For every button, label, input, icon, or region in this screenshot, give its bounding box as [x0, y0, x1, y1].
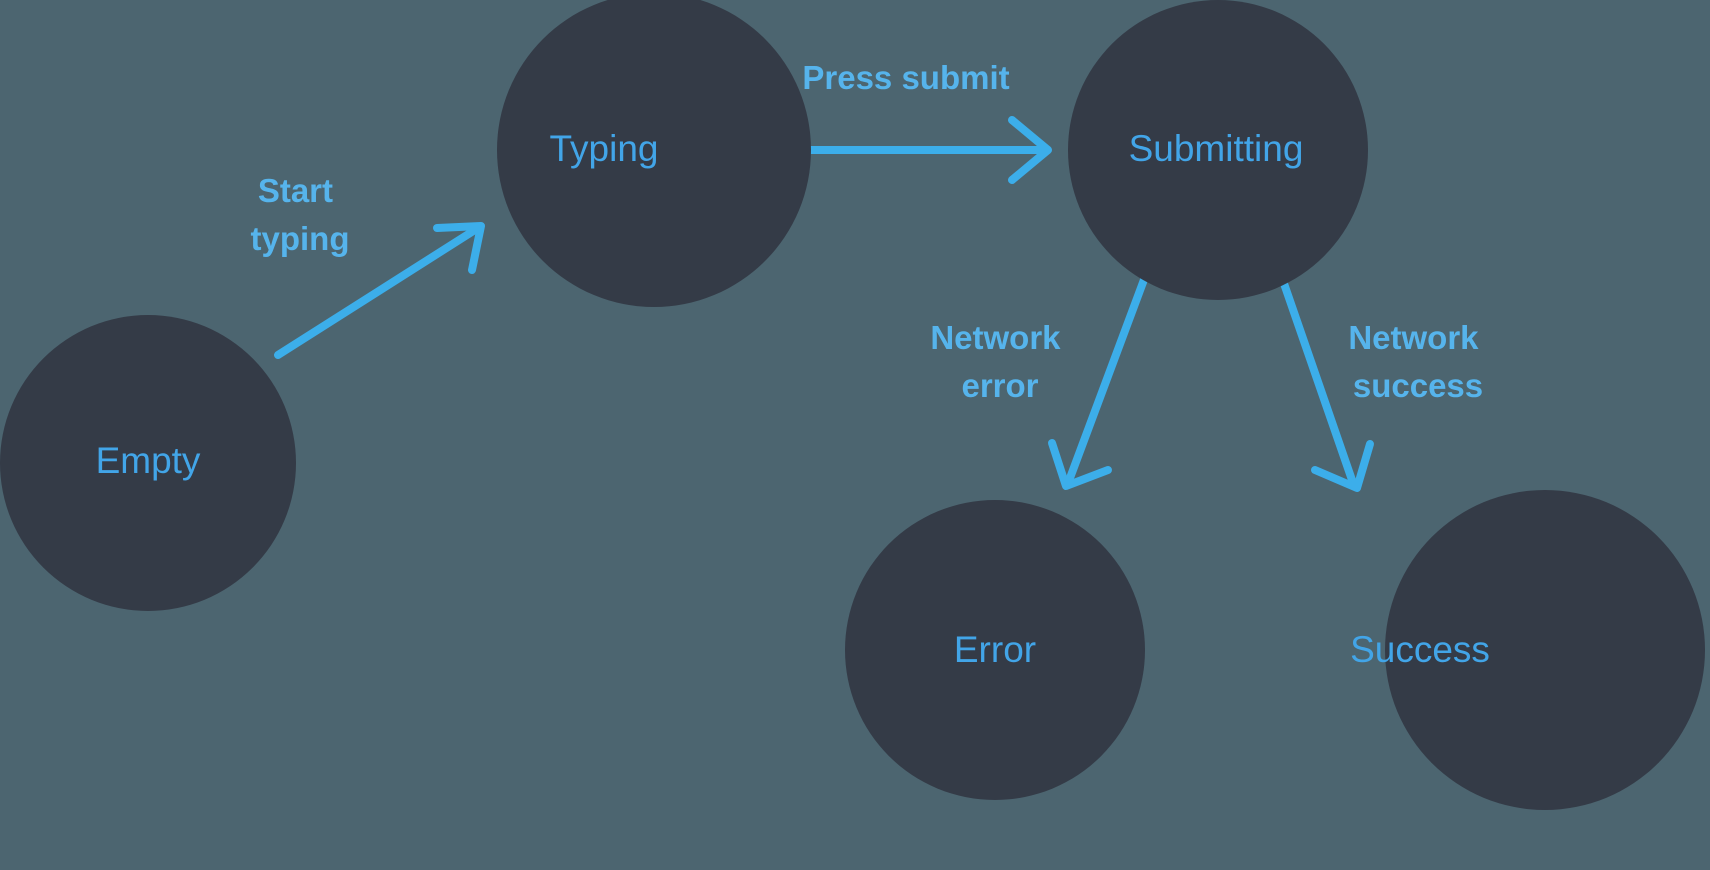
- start-typing-arrowhead: [433, 222, 485, 274]
- success-circle: [1385, 490, 1705, 810]
- state-node-success[interactable]: Success: [1350, 490, 1705, 810]
- network-success-label: Network success: [1348, 319, 1487, 404]
- typing-label: Typing: [549, 128, 658, 169]
- state-node-submitting[interactable]: Submitting: [1068, 0, 1368, 300]
- submitting-label: Submitting: [1129, 128, 1304, 169]
- start-typing-label: Start typing: [251, 172, 350, 257]
- network-error-arrowhead: [1048, 439, 1112, 490]
- network-error-label: Network error: [930, 319, 1069, 404]
- start-typing-label-line-1: Start: [258, 172, 333, 209]
- empty-circle: [0, 315, 296, 611]
- typing-circle: [497, 0, 811, 307]
- empty-label: Empty: [96, 440, 201, 481]
- state-node-typing[interactable]: Typing: [497, 0, 811, 307]
- transition-start-typing[interactable]: [274, 222, 485, 359]
- press-submit-label-line-1: Press submit: [802, 59, 1009, 96]
- success-label: Success: [1350, 629, 1490, 670]
- network-error-label-line-2: error: [961, 367, 1038, 404]
- state-node-empty[interactable]: Empty: [0, 315, 296, 611]
- start-typing-arrow-line: [274, 224, 482, 359]
- network-error-label-line-1: Network: [930, 319, 1061, 356]
- transition-network-success[interactable]: [1276, 268, 1374, 492]
- network-success-label-line-1: Network: [1348, 319, 1479, 356]
- network-success-arrow-line: [1276, 268, 1356, 484]
- state-node-error[interactable]: Error: [845, 500, 1145, 800]
- press-submit-arrowhead: [1008, 116, 1052, 184]
- start-typing-label-line-2: typing: [251, 220, 350, 257]
- error-label: Error: [954, 629, 1036, 670]
- transition-press-submit[interactable]: [762, 116, 1052, 184]
- network-success-label-line-2: success: [1353, 367, 1483, 404]
- submitting-circle: [1068, 0, 1368, 300]
- press-submit-label: Press submit: [802, 59, 1009, 96]
- network-error-arrow-line: [1066, 273, 1149, 482]
- network-success-arrowhead: [1311, 440, 1374, 492]
- error-circle: [845, 500, 1145, 800]
- transition-network-error[interactable]: [1048, 273, 1149, 490]
